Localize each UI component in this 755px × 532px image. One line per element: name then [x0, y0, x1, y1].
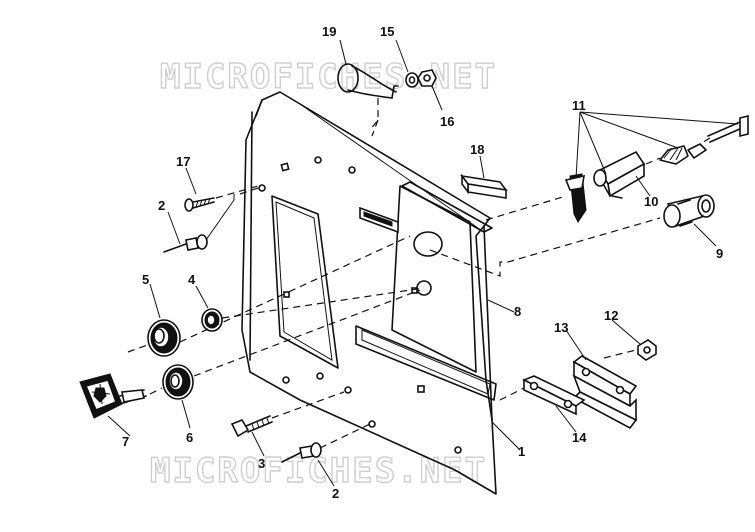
part-5-lock-ring	[147, 319, 181, 357]
part-2-rivet-upper	[163, 194, 235, 253]
callout-5: 5	[142, 272, 149, 287]
callout-4: 4	[188, 272, 196, 287]
part-6-ring-nut	[162, 364, 194, 400]
part-12-nut	[603, 339, 657, 361]
part-2-rivet-lower	[281, 423, 371, 463]
alignment-lines	[127, 119, 661, 395]
callout-6: 6	[186, 430, 193, 445]
callout-2-upper: 2	[158, 198, 165, 213]
callout-10: 10	[644, 194, 658, 209]
callout-1: 1	[518, 444, 525, 459]
part-14-hinge-strap	[499, 375, 586, 416]
part-19-wire-clip	[337, 63, 399, 131]
part-3-bolt	[230, 391, 345, 438]
part-9-bushing	[663, 194, 715, 228]
callout-13: 13	[554, 320, 568, 335]
part-4-lock-washer	[201, 308, 223, 332]
callout-11: 11	[572, 98, 586, 113]
callout-2-lower: 2	[332, 486, 339, 501]
callout-labels: 19 15 16 17 2 18 11 10 9 5 4 8 12 13 6 7…	[122, 24, 723, 501]
part-18-block	[460, 173, 508, 199]
callout-3: 3	[258, 456, 265, 471]
callout-16: 16	[440, 114, 454, 129]
part-13-hinge-plate	[572, 355, 638, 430]
part-17-screw	[184, 185, 259, 212]
part-11-spring-plunger	[645, 114, 749, 165]
part-15-washer	[405, 72, 419, 88]
leader-lines	[107, 39, 739, 487]
callout-15: 15	[380, 24, 394, 39]
part-7-key-switch	[79, 373, 147, 419]
callout-19: 19	[322, 24, 336, 39]
callout-14: 14	[572, 430, 587, 445]
part-10-lock-body	[564, 150, 646, 223]
callout-18: 18	[470, 142, 484, 157]
dash-panel	[241, 91, 497, 495]
callout-12: 12	[604, 308, 618, 323]
callout-9: 9	[716, 246, 723, 261]
callout-8: 8	[514, 304, 521, 319]
callout-17: 17	[176, 154, 190, 169]
watermark-top: MICROFICHES.NET	[160, 57, 497, 97]
callout-7: 7	[122, 434, 129, 449]
